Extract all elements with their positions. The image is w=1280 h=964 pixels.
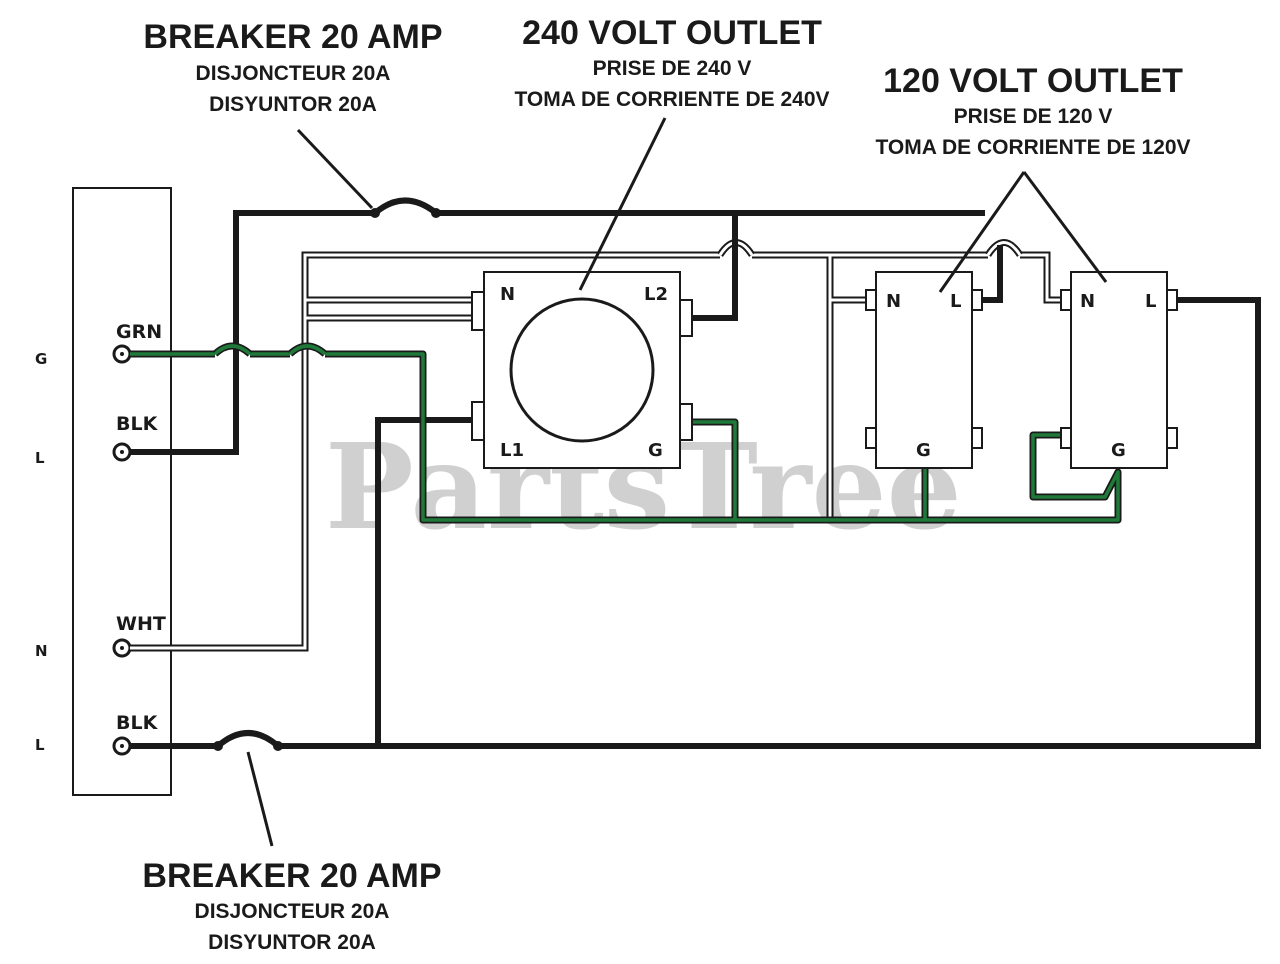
neutral-wire: [130, 239, 1063, 652]
terminal-post-blk-top: [112, 442, 132, 462]
side-label-l-bottom: L: [35, 736, 45, 754]
outlet-120-line3: TOMA DE CORRIENTE DE 120V: [875, 136, 1190, 159]
side-label-n: N: [35, 642, 48, 660]
outlet-120-b-body: [1060, 271, 1178, 469]
side-label-l-top: L: [35, 449, 45, 467]
outlet-120-line2: PRISE DE 120 V: [954, 105, 1113, 128]
terminal-label-wht: WHT: [116, 613, 166, 635]
breaker-top-line2: DISJONCTEUR 20A: [196, 62, 391, 85]
outlet-240-title: 240 VOLT OUTLET: [522, 14, 822, 52]
ground-wire: [130, 342, 1122, 524]
terminal-label-blk-top: BLK: [116, 413, 159, 435]
line-wire-top: [130, 210, 1003, 455]
outlet-240-terminal-g: G: [648, 440, 663, 461]
leader-lines: [246, 117, 1108, 847]
side-label-g: G: [35, 350, 47, 368]
terminal-post-wht: [112, 638, 132, 658]
outlet-120-b-terminal-g: G: [1111, 440, 1126, 461]
breaker-top-symbol: [370, 197, 441, 218]
breaker-bottom-line3: DISYUNTOR 20A: [208, 931, 376, 954]
outlet-120-title: 120 VOLT OUTLET: [883, 62, 1183, 100]
line-wire-bottom: [130, 297, 1261, 749]
terminal-post-blk-bottom: [112, 736, 132, 756]
outlet-120-b-terminal-n: N: [1080, 291, 1095, 312]
breaker-top-title: BREAKER 20 AMP: [143, 18, 442, 56]
panel-box: [72, 187, 172, 796]
breaker-bottom-line2: DISJONCTEUR 20A: [195, 900, 390, 923]
outlet-120-a-terminal-l: L: [950, 291, 961, 312]
breaker-top-line3: DISYUNTOR 20A: [209, 93, 377, 116]
outlet-240-terminal-n: N: [500, 284, 515, 305]
outlet-120-b-terminal-l: L: [1145, 291, 1156, 312]
outlet-240-line2: PRISE DE 240 V: [593, 57, 752, 80]
terminal-label-blk-bottom: BLK: [116, 712, 159, 734]
outlet-240-body: [471, 271, 693, 469]
terminal-label-grn: GRN: [116, 321, 162, 343]
outlet-240-terminal-l2: L2: [644, 284, 668, 305]
outlet-240-line3: TOMA DE CORRIENTE DE 240V: [514, 88, 829, 111]
outlet-120-a-terminal-n: N: [886, 291, 901, 312]
outlet-120-a-terminal-g: G: [916, 440, 931, 461]
outlet-120-a-body: [865, 271, 983, 469]
outlet-240-terminal-l1: L1: [500, 440, 524, 461]
breaker-bottom-symbol: [213, 730, 283, 751]
breaker-bottom-title: BREAKER 20 AMP: [142, 857, 441, 895]
terminal-post-grn: [112, 344, 132, 364]
